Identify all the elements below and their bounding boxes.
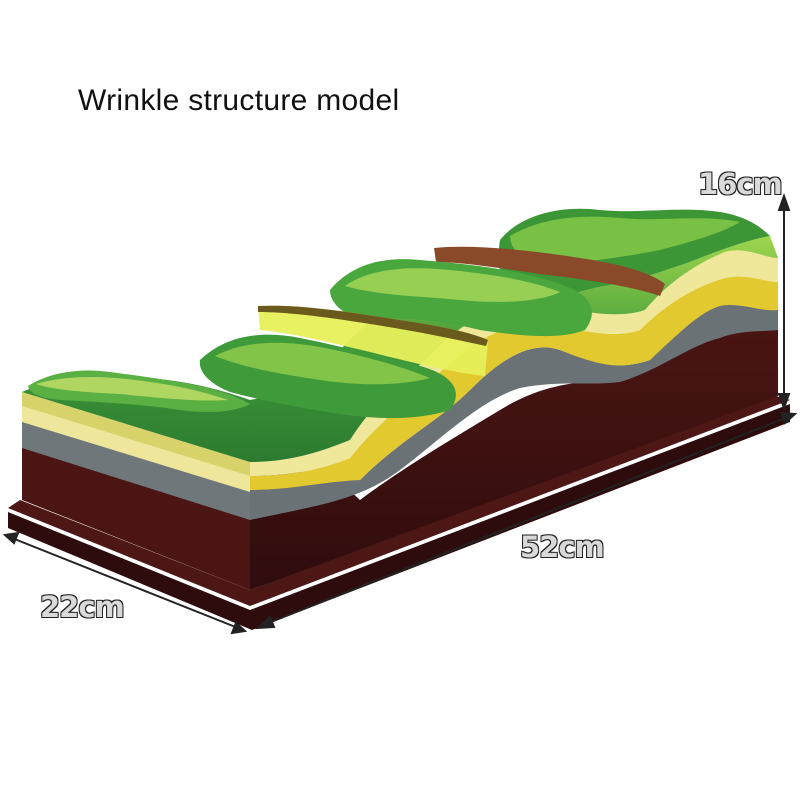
width-dimension-label: 22cm bbox=[39, 589, 125, 625]
length-dimension-label: 52cm bbox=[519, 529, 605, 565]
length-arrow-line bbox=[265, 416, 789, 625]
height-arrow-bottom-head bbox=[777, 393, 791, 411]
width-arrow-line bbox=[11, 537, 239, 629]
length-arrow-right-head bbox=[779, 411, 798, 425]
width-arrow-right-head bbox=[230, 621, 248, 635]
front-face bbox=[22, 392, 250, 590]
height-dimension-label: 16cm bbox=[697, 166, 783, 202]
side-face bbox=[250, 250, 778, 590]
page-title: Wrinkle structure model bbox=[78, 84, 400, 117]
top-surface bbox=[22, 208, 778, 462]
length-arrow-left-head bbox=[255, 615, 276, 630]
dimension-arrows bbox=[2, 193, 798, 635]
height-arrow-top-head bbox=[777, 193, 791, 211]
width-arrow-left-head bbox=[2, 531, 20, 545]
